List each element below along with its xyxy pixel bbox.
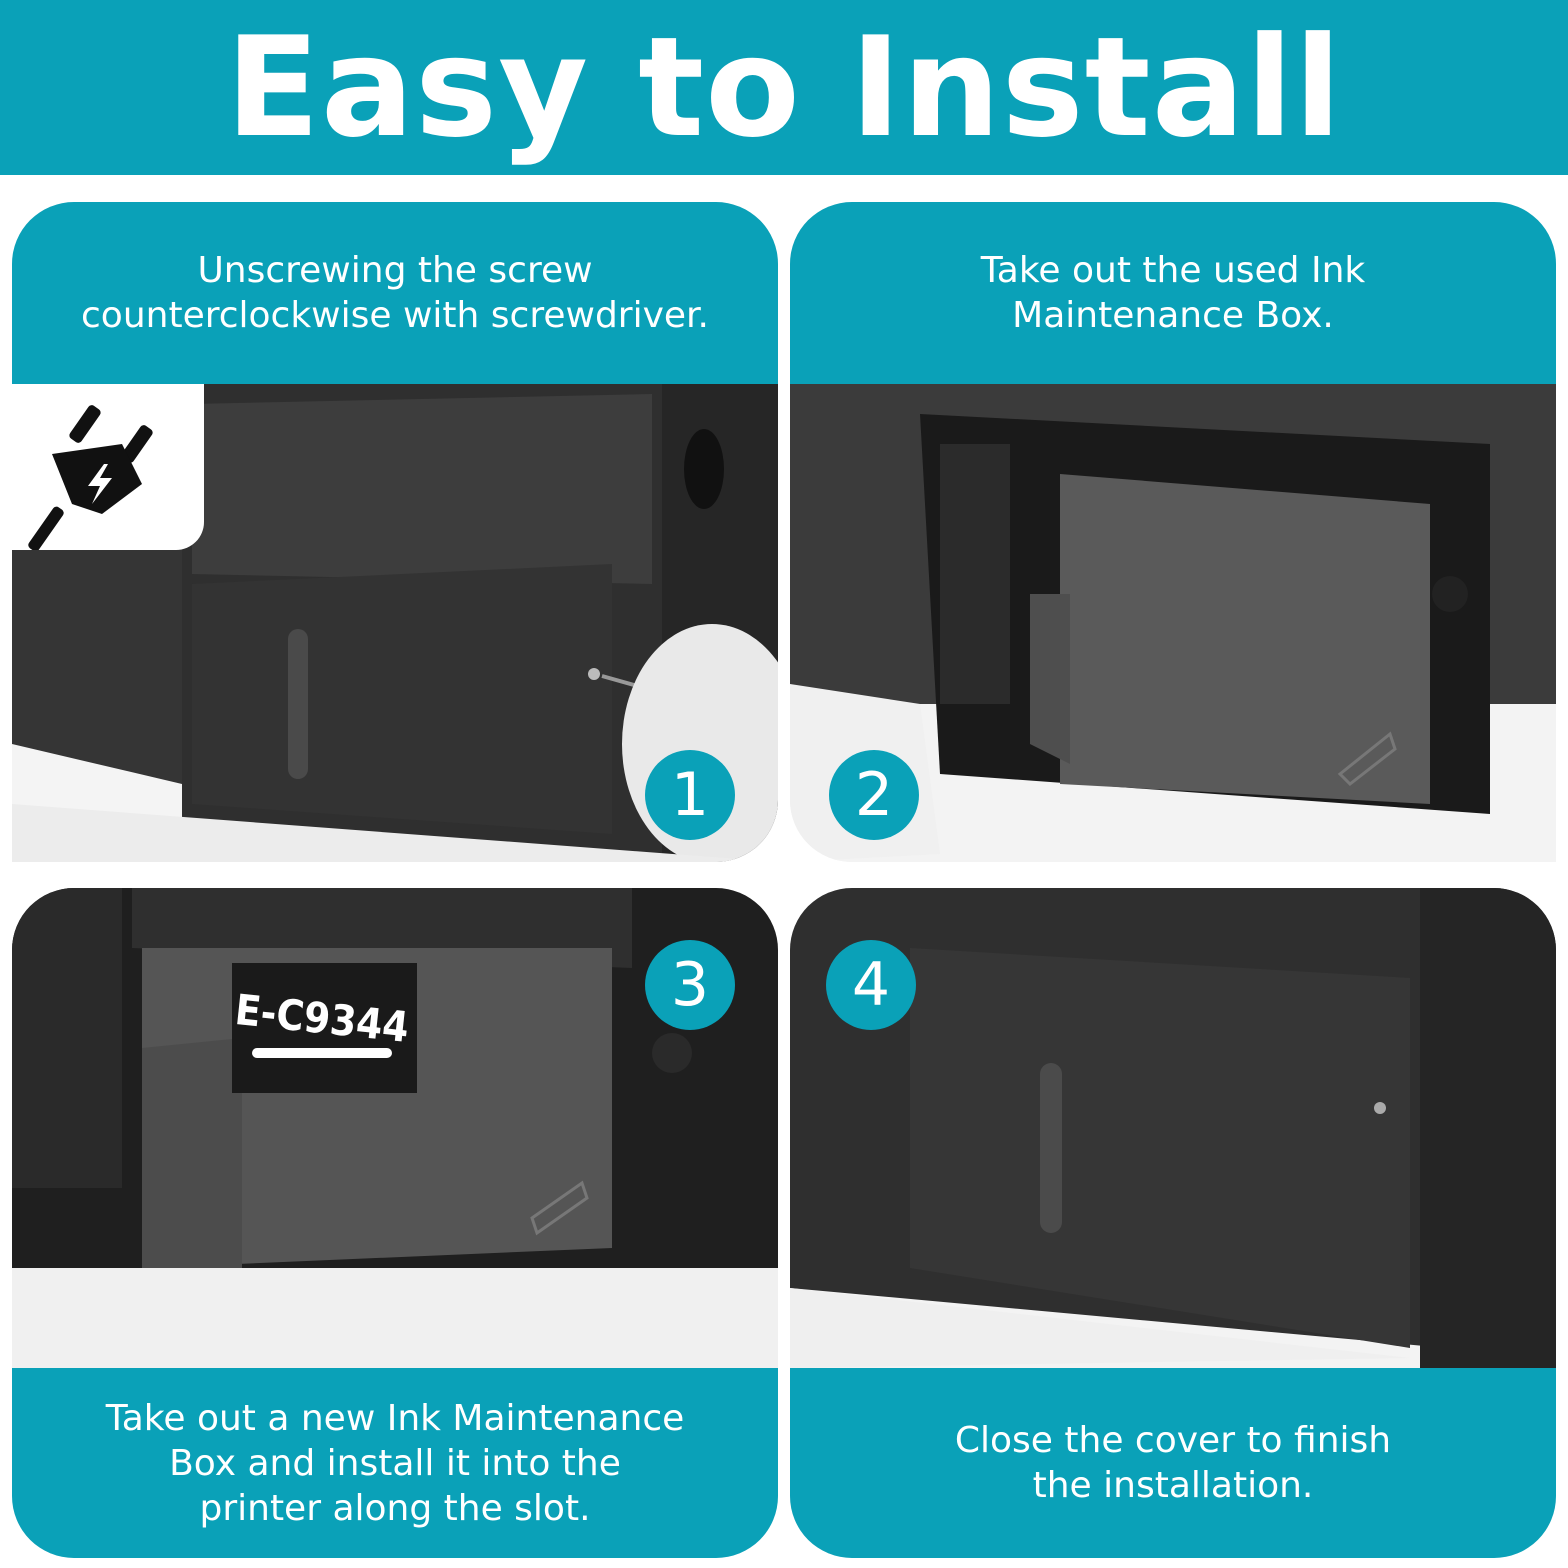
step-2-number: 2 [854, 760, 894, 830]
step-4-number: 4 [851, 950, 891, 1020]
step-4-panel: Close the cover to finish the installati… [790, 888, 1556, 1558]
step-1-number-badge: 1 [645, 750, 735, 840]
step-3-photo: E-C9344 [12, 888, 778, 1368]
step-4-caption: Close the cover to finish the installati… [954, 1420, 1392, 1506]
unplug-icon [28, 405, 153, 552]
step-4-caption-box: Close the cover to finish the installati… [790, 1368, 1556, 1558]
step-2-number-badge: 2 [829, 750, 919, 840]
plug-icon-box [12, 384, 204, 552]
header-banner: Easy to Install [0, 0, 1568, 175]
step-3-caption-box: Take out a new Ink Maintenance Box and i… [12, 1368, 778, 1558]
page-title: Easy to Install [225, 6, 1343, 168]
step-3-number: 3 [670, 950, 710, 1020]
step-4-photo [790, 888, 1556, 1368]
step-2-panel: Take out the used Ink Maintenance Box. 2 [790, 202, 1556, 862]
step-1-number: 1 [670, 760, 710, 830]
step-3-panel: E-C9344 Take out a new Ink Maintenance B… [12, 888, 778, 1558]
step-3-caption: Take out a new Ink Maintenance Box and i… [105, 1397, 685, 1529]
step-3-number-badge: 3 [645, 940, 735, 1030]
step-1-panel: Unscrewing the screw counterclockwise wi… [12, 202, 778, 862]
step-1-caption-box: Unscrewing the screw counterclockwise wi… [12, 202, 778, 384]
step-2-caption: Take out the used Ink Maintenance Box. [980, 250, 1366, 336]
step-4-number-badge: 4 [826, 940, 916, 1030]
step-2-caption-box: Take out the used Ink Maintenance Box. [790, 202, 1556, 384]
step-1-photo [12, 384, 778, 862]
step-1-caption: Unscrewing the screw counterclockwise wi… [81, 250, 709, 336]
